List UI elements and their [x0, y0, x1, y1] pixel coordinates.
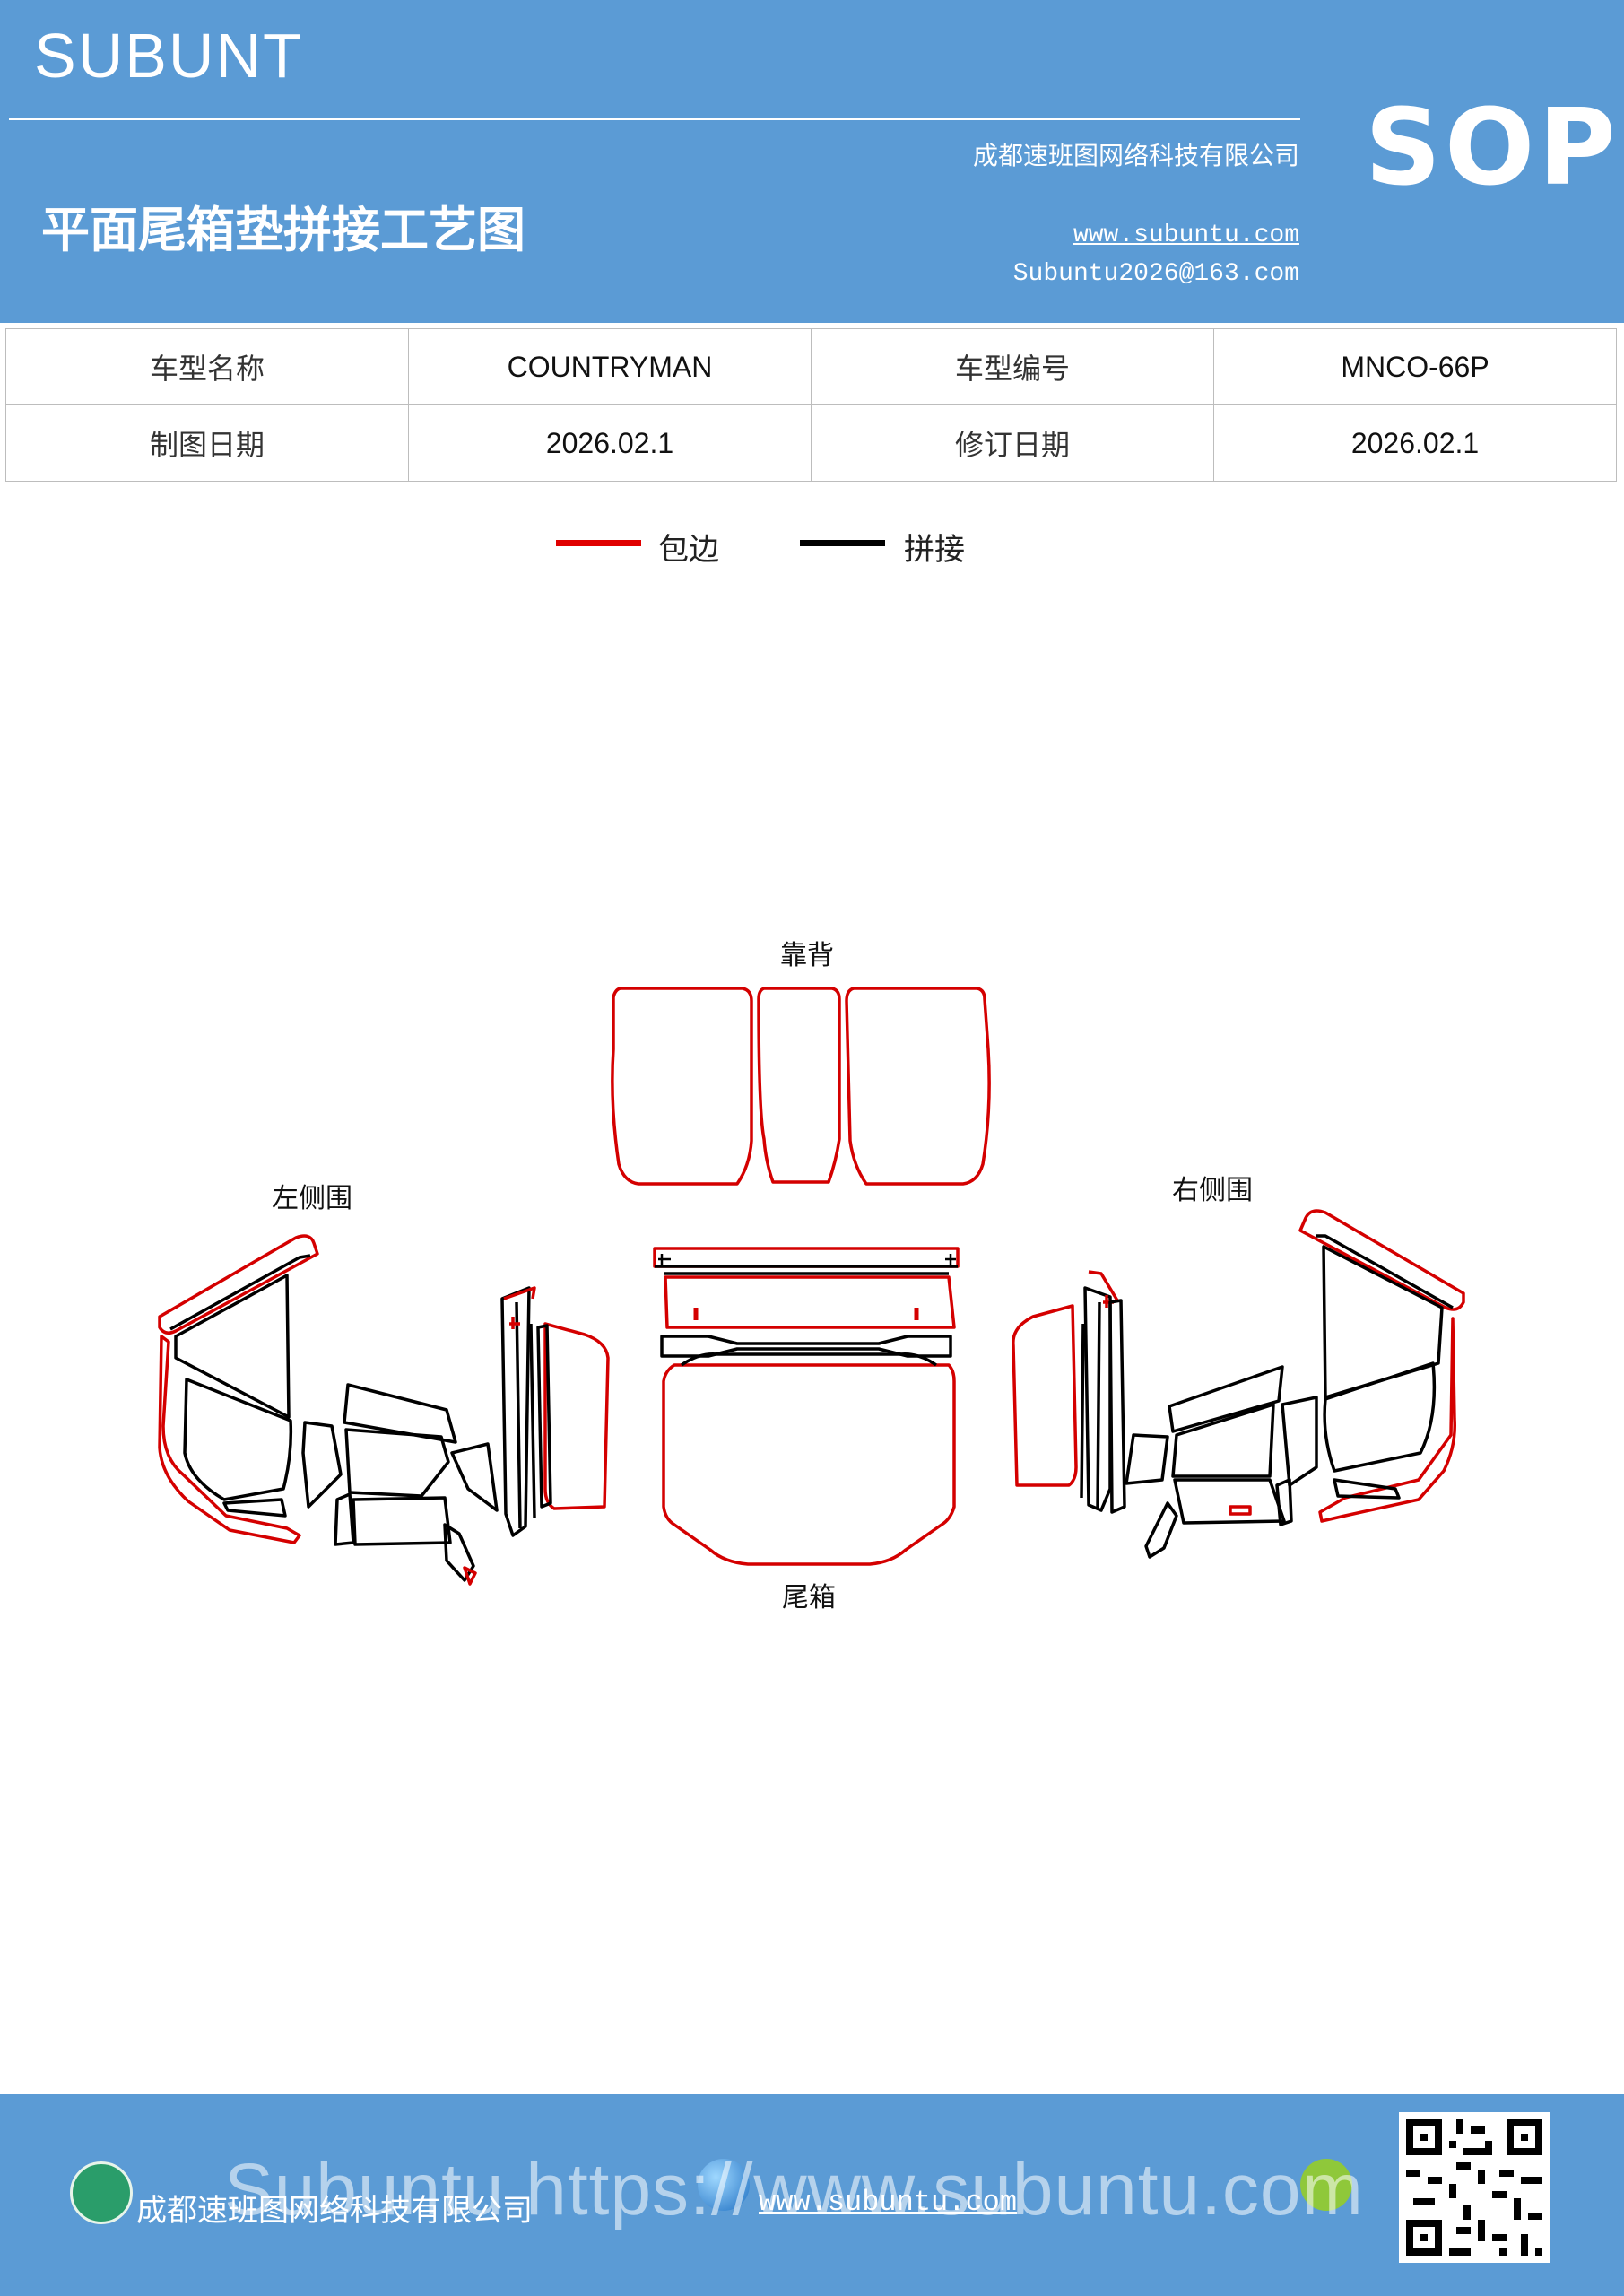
label-backrest: 靠背 [780, 940, 834, 971]
qr-code-icon [1399, 2112, 1550, 2263]
footer-company-name: 成都速班图网络科技有限公司 [136, 2193, 533, 2229]
model-code-value: MNCO-66P [1213, 328, 1617, 405]
label-right-side: 右侧围 [1172, 1175, 1253, 1206]
sop-badge: SOP [1365, 85, 1620, 209]
footer-website-link[interactable]: www.subuntu.com [759, 2186, 1018, 2219]
model-name-label: 车型名称 [5, 328, 409, 405]
brand-logo-text: SUBUNT [34, 21, 303, 91]
legend-edge-binding: 包边 [556, 525, 753, 570]
header-banner: SUBUNT 平面尾箱垫拼接工艺图 成都速班图网络科技有限公司 www.subu… [0, 0, 1624, 323]
model-name-value: COUNTRYMAN [408, 328, 812, 405]
document-title: 平面尾箱垫拼接工艺图 [41, 202, 525, 258]
wechat-icon [1300, 2159, 1352, 2211]
footer-watermark: Subuntu https://www.subuntu.com [224, 2149, 1364, 2231]
table-row: 制图日期 2026.02.1 修订日期 2026.02.1 [5, 404, 1617, 482]
model-code-label: 车型编号 [811, 328, 1214, 405]
trunk-mat-diagram: 靠背 左侧围 右侧围 尾箱 [158, 940, 1465, 1613]
right-side-panels [1012, 1209, 1465, 1559]
header-email[interactable]: Subuntu2026@163.com [1012, 260, 1299, 288]
label-trunk: 尾箱 [782, 1582, 836, 1613]
revise-date-value: 2026.02.1 [1213, 404, 1617, 482]
trunk-upper-panel [664, 1275, 956, 1329]
backrest-center-panel [757, 987, 841, 1184]
draw-date-value: 2026.02.1 [408, 404, 812, 482]
footer-banner: 成都速班图网络科技有限公司 www.subuntu.com Subuntu ht… [0, 2094, 1624, 2296]
left-side-tall-panel [543, 1322, 610, 1510]
header-divider [9, 118, 1300, 120]
legend-red-swatch [556, 540, 641, 546]
legend-seam: 拼接 [800, 525, 997, 570]
revise-date-label: 修订日期 [811, 404, 1214, 482]
header-company-name: 成都速班图网络科技有限公司 [972, 141, 1299, 170]
home-icon [70, 2161, 133, 2224]
globe-icon [698, 2159, 750, 2211]
legend-edge-label: 包边 [658, 532, 719, 568]
legend-black-swatch [800, 540, 885, 546]
label-left-side: 左侧围 [272, 1183, 352, 1214]
header-website-link[interactable]: www.subuntu.com [1073, 222, 1299, 249]
trunk-main-panel [662, 1363, 956, 1566]
table-row: 车型名称 COUNTRYMAN 车型编号 MNCO-66P [5, 328, 1617, 405]
backrest-panels [611, 987, 991, 1186]
legend-seam-label: 拼接 [904, 532, 965, 568]
backrest-left-panel [611, 987, 753, 1186]
vehicle-info-table: 车型名称 COUNTRYMAN 车型编号 MNCO-66P 制图日期 2026.… [5, 328, 1617, 482]
trunk-floor-panels [653, 1247, 960, 1566]
left-side-panels [158, 1234, 610, 1586]
trunk-top-strip [653, 1247, 960, 1268]
draw-date-label: 制图日期 [5, 404, 409, 482]
backrest-right-panel [845, 987, 991, 1186]
right-side-tall-panel [1012, 1304, 1078, 1487]
